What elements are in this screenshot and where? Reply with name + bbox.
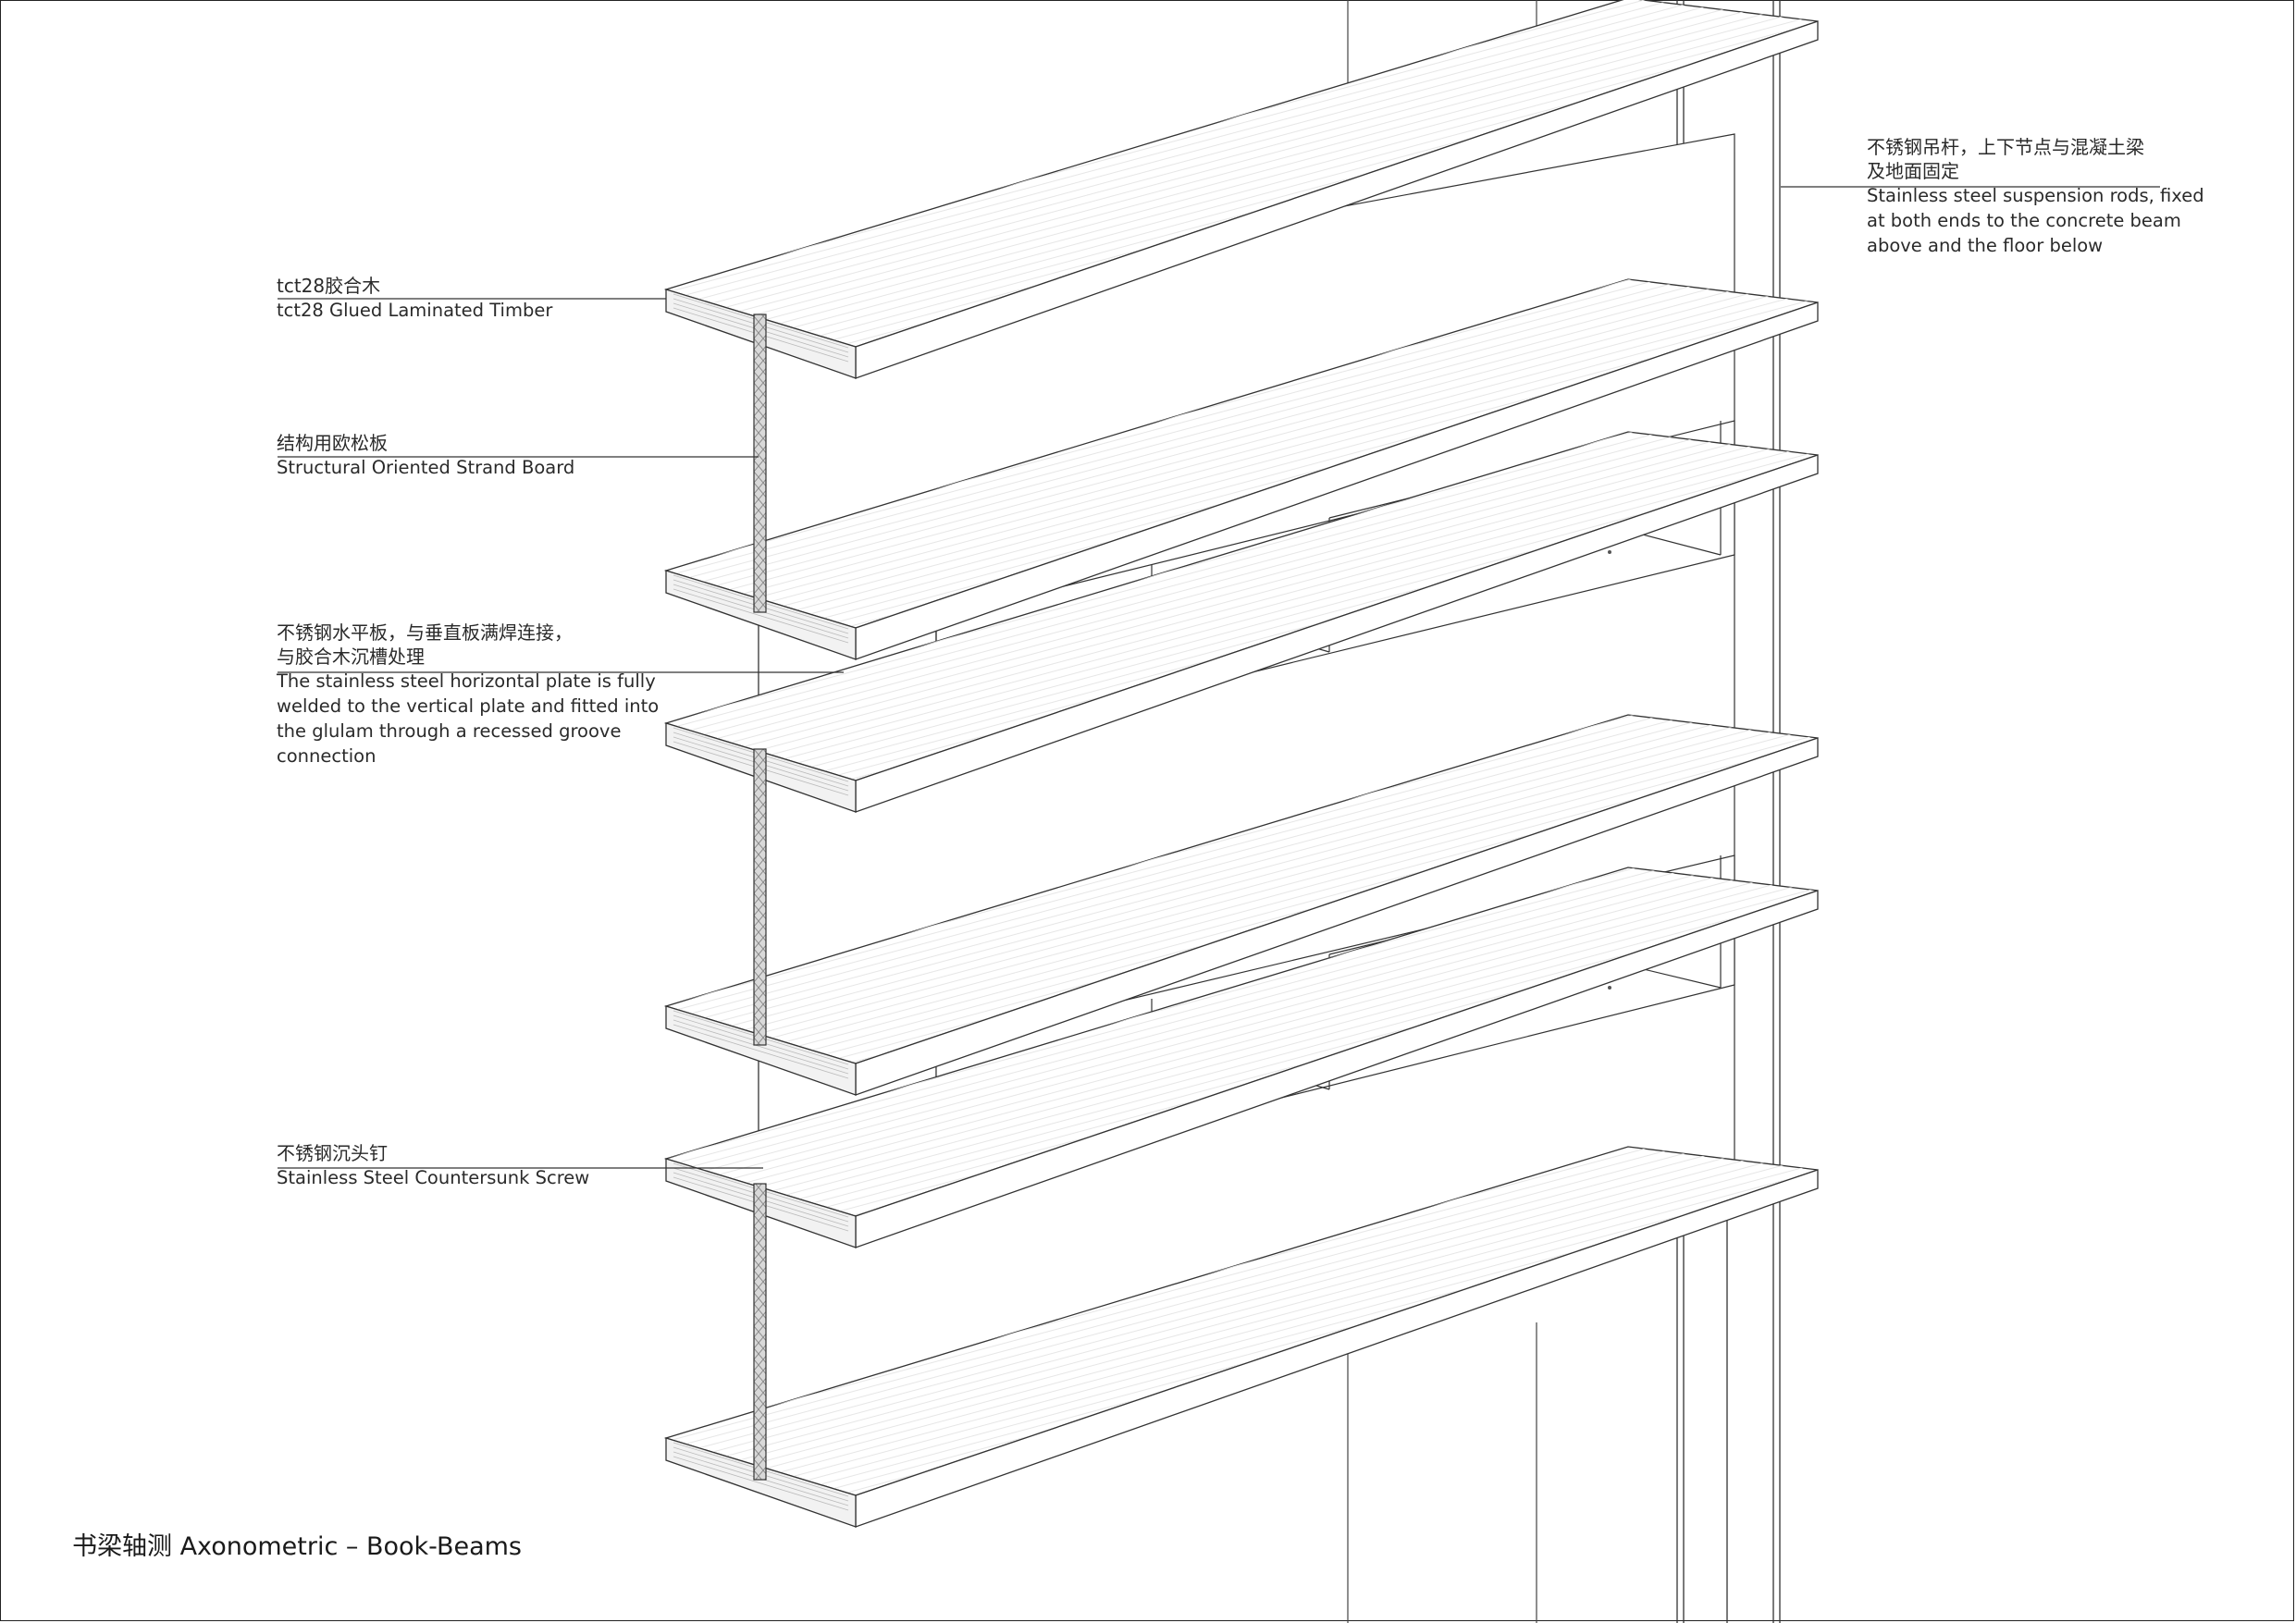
glulam-flanges: [663, 0, 1819, 1528]
suspension-rod-annotation: 不锈钢吊杆，上下节点与混凝土梁 及地面固定 Stainless steel su…: [1867, 135, 2204, 258]
screw-label-zh: 不锈钢沉头钉: [277, 1142, 388, 1164]
flange-5-grain: [666, 867, 1818, 1216]
suspension-rod-label-zh-1: 不锈钢吊杆，上下节点与混凝土梁: [1867, 136, 2144, 158]
suspension-rod-label-en-1: Stainless steel suspension rods, fixed: [1867, 185, 2204, 206]
flange-4-grain: [666, 715, 1818, 1064]
flange-bottom-end: [665, 1437, 857, 1528]
suspension-rod-label-en-2: at both ends to the concrete beam: [1867, 210, 2181, 231]
flange-2-grain: [666, 279, 1818, 628]
steel-plate-label-zh-1: 不锈钢水平板，与垂直板满焊连接，: [277, 621, 573, 644]
drawing-title: 书梁轴测 Axonometric – Book-Beams: [72, 1532, 522, 1561]
leader-lines: [278, 186, 2160, 1169]
glulam-label-zh: tct28胶合木: [277, 275, 381, 297]
steel-plate-label-en-3: the glulam through a recessed groove: [277, 720, 622, 742]
flange-4-end-hatch: [673, 1019, 849, 1075]
suspension-rod-label-zh-2: 及地面固定: [1867, 160, 1959, 182]
flange-2-end: [665, 570, 857, 660]
flange-bottom-grain: [666, 1147, 1818, 1495]
osb-label-en: Structural Oriented Strand Board: [277, 457, 575, 478]
screw-annotation: 不锈钢沉头钉 Stainless Steel Countersunk Screw: [277, 1141, 589, 1190]
flange-2-end-hatch: [673, 588, 849, 644]
osb-edge-strips: [753, 314, 767, 1481]
steel-plate-annotation: 不锈钢水平板，与垂直板满焊连接， 与胶合木沉槽处理 The stainless …: [277, 621, 659, 768]
suspension-rod-label-en-3: above and the floor below: [1867, 235, 2104, 256]
glulam-annotation: tct28胶合木 tct28 Glued Laminated Timber: [277, 274, 552, 323]
flange-4-end: [665, 1005, 857, 1096]
flange-3-grain: [666, 432, 1818, 781]
flange-bottom-end-hatch: [673, 1456, 849, 1511]
flange-top-grain: [666, 0, 1818, 347]
osb-annotation: 结构用欧松板 Structural Oriented Strand Board: [277, 431, 574, 480]
steel-plate-label-en-4: connection: [277, 745, 376, 767]
osb-label-zh: 结构用欧松板: [277, 432, 388, 454]
steel-plate-label-zh-2: 与胶合木沉槽处理: [277, 646, 425, 668]
steel-plate-label-en-2: welded to the vertical plate and fitted …: [277, 695, 660, 717]
steel-plate-label-en-1: The stainless steel horizontal plate is …: [277, 670, 656, 692]
glulam-label-en: tct28 Glued Laminated Timber: [277, 300, 553, 321]
screw-label-en: Stainless Steel Countersunk Screw: [277, 1167, 590, 1188]
flange-4-end-hatch: [673, 1024, 849, 1079]
